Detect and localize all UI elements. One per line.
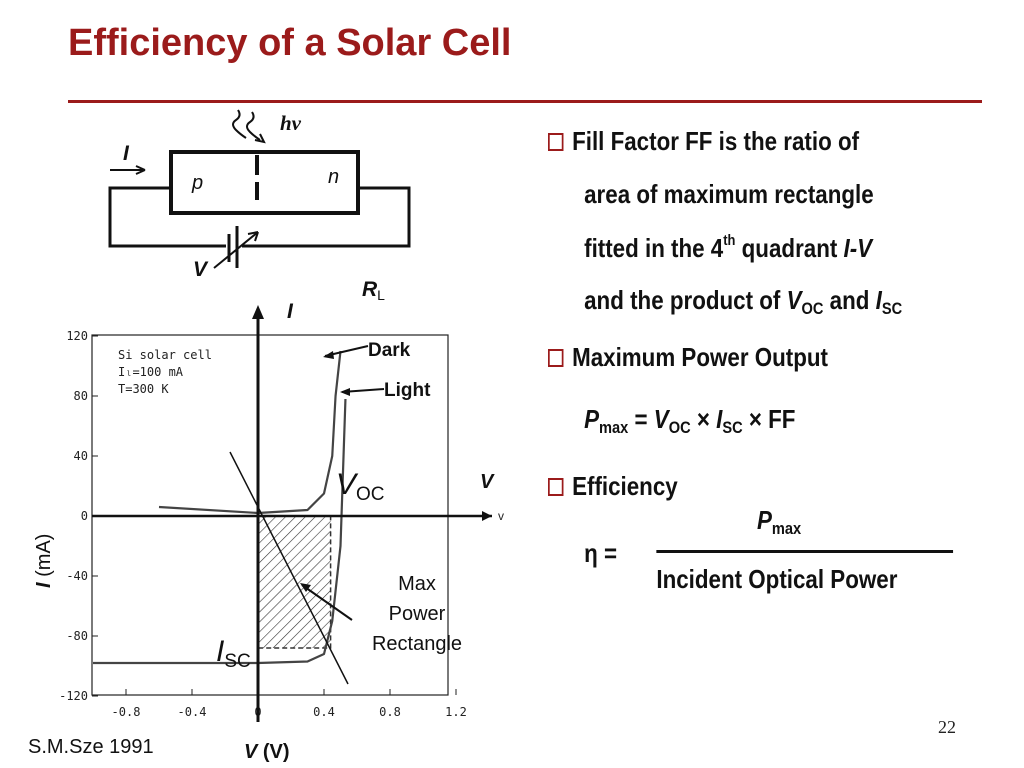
formula-part: × [690,404,717,434]
x-tick-label: 0.4 [313,705,335,719]
pn-junction-box [169,150,360,215]
bullet-text: area of maximum rectangle [584,179,874,209]
inset-line: Iₗ=100 mA [118,365,184,379]
bullet-text: and the product of [584,285,787,315]
light-curve-label: Light [384,380,431,401]
x-tick-label: -0.4 [178,705,207,719]
subscript: max [771,519,802,538]
bullet-text: fitted in the 4 [584,233,724,263]
n-region-label: n [328,166,339,188]
formula-part: = [628,404,654,434]
bullet-text-line: area of maximum rectangle [584,179,874,210]
series-line-dark [158,350,342,515]
bullet-text: I-V [843,233,873,263]
circuit-wire [108,186,226,248]
voltage-axis-label: V [480,471,495,493]
variable-load-arrow [213,231,259,269]
eta-symbol: η = [584,538,618,568]
bullet-text-line: fitted in the 4th quadrant I-V [584,232,872,264]
efficiency-numerator: Pmax [757,505,801,539]
current-label: I [123,142,130,165]
formula-part: V [653,404,669,434]
bullet-text: Maximum Power Output [572,342,828,372]
title-divider [68,100,982,103]
bullet-max-power: Maximum Power Output [548,342,828,373]
bullet-text: Fill Factor FF is the ratio of [572,126,860,156]
load-line [229,451,349,685]
v-axis-small-label: v [498,509,504,523]
y-tick-label: -40 [66,569,88,583]
slide-number: 22 [938,717,956,737]
formula-part: × FF [742,404,796,434]
inset-line: Si solar cell [118,348,212,362]
bullet-text: quadrant [735,233,844,263]
inset-line: T=300 K [118,382,169,396]
inset-legend: Si solar cell Iₗ=100 mA T=300 K [118,348,212,396]
bullet-text-line: and the product of VOC and ISC [584,285,902,319]
x-tick-label: 1.2 [445,705,467,719]
light-wave-icon [232,109,247,139]
formula-part: P [584,404,600,434]
checkbox-bullet-icon [548,133,564,151]
superscript: th [723,232,736,249]
light-wave-icon [246,111,261,141]
circuit-diagram [108,109,411,269]
rect-label-line: Power [389,603,446,625]
photon-energy-label: hν [280,111,302,135]
y-tick-label: 0 [81,509,88,523]
subscript: max [599,418,629,437]
y-tick-label: 40 [74,449,88,463]
bullet-text: and [823,285,876,315]
formula-part: P [756,505,772,535]
x-tick-label: 0.8 [379,705,401,719]
bullet-text: I [875,285,882,315]
dark-curve-label: Dark [368,340,411,361]
rect-label-line: Max [398,573,436,595]
bullet-efficiency: Efficiency [548,471,678,502]
pmax-formula: Pmax = VOC × ISC × FF [584,404,795,438]
y-tick-label: -120 [59,689,88,703]
fraction-bar [656,550,954,553]
x-axis-title: V (V) [244,741,290,763]
subscript: OC [801,299,824,318]
subscript: OC [668,418,691,437]
x-tick-label: -0.8 [112,705,141,719]
source-credit: S.M.Sze 1991 [28,736,154,758]
load-resistance-label: RL [362,278,385,303]
subscript: SC [722,418,743,437]
rect-annotation: Max Power Rectangle [372,573,462,655]
bullet-text: Efficiency [572,471,678,501]
checkbox-bullet-icon [548,478,564,496]
current-axis-label: I [287,300,294,323]
efficiency-denominator: Incident Optical Power [656,564,898,594]
voltage-label: V [193,258,209,281]
slide-title: Efficiency of a Solar Cell [68,22,512,64]
y-axis-title: I (mA) [33,534,55,588]
subscript: SC [881,299,903,318]
y-tick-label: -80 [66,629,88,643]
y-tick-label: 80 [74,389,88,403]
rect-label-line: Rectangle [372,633,462,655]
isc-label: ISC [216,635,251,672]
p-region-label: p [191,172,203,194]
rect-pointer-arrow [301,584,353,621]
bullet-fill-factor: Fill Factor FF is the ratio of [548,126,859,157]
bullet-text: V [786,285,802,315]
y-tick-label: 120 [66,329,88,343]
checkbox-bullet-icon [548,349,564,367]
circuit-wire [242,186,411,248]
formula-part: I [716,404,723,434]
voc-label: VOC [336,468,385,505]
